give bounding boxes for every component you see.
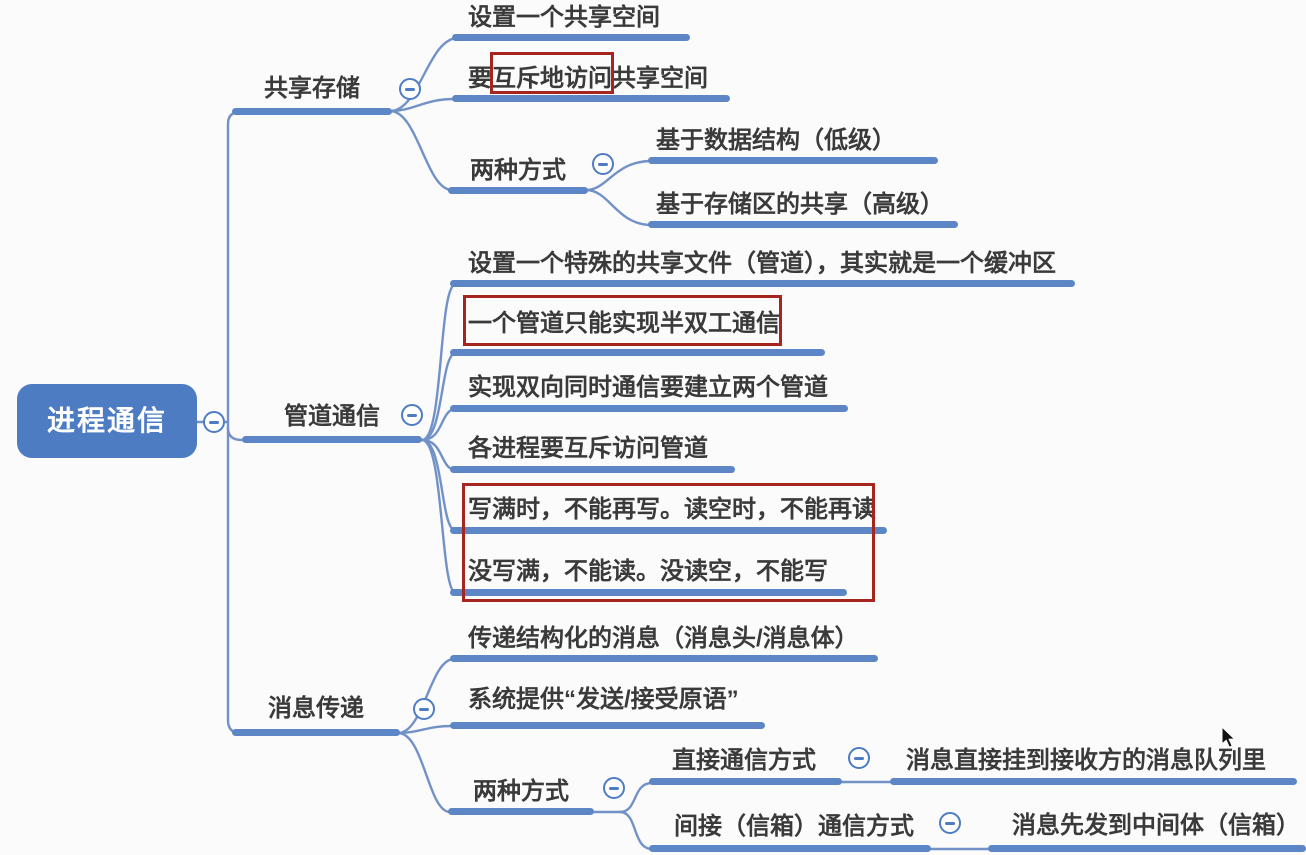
collapse-minus-icon[interactable] (203, 411, 225, 433)
topic-underline (450, 527, 887, 534)
collapse-minus-icon[interactable] (592, 153, 614, 175)
topic-underline (649, 778, 842, 785)
topic-setup-shared-space[interactable]: 设置一个共享空间 (468, 4, 660, 31)
collapse-minus-icon[interactable] (848, 747, 870, 769)
topic-underline (452, 95, 730, 102)
minus-glyph (598, 162, 608, 166)
topic-underline (450, 349, 825, 356)
topic-mutex-access-pipe[interactable]: 各进程要互斥访问管道 (468, 435, 708, 462)
minus-glyph (945, 821, 955, 825)
minus-glyph (419, 707, 429, 711)
topic-underline (450, 405, 848, 412)
topic-underline (648, 157, 938, 164)
topic-underline (448, 187, 588, 194)
collapse-minus-icon[interactable] (413, 698, 435, 720)
topic-two-methods-messaging[interactable]: 两种方式 (473, 778, 569, 805)
topic-mutex-access-shared-space[interactable]: 要互斥地访问共享空间 (468, 65, 708, 92)
collapse-minus-icon[interactable] (603, 777, 625, 799)
collapse-minus-icon[interactable] (939, 812, 961, 834)
topic-direct-communication[interactable]: 直接通信方式 (672, 747, 816, 774)
topic-data-structure-based[interactable]: 基于数据结构（低级） (656, 127, 896, 154)
minus-glyph (407, 413, 417, 417)
topic-half-duplex-only[interactable]: 一个管道只能实现半双工通信 (468, 310, 780, 337)
topic-underline (648, 221, 958, 228)
topic-not-full-cannot-read-not-empty-cannot-write[interactable]: 没写满，不能读。没读空，不能写 (468, 558, 828, 585)
root-topic-process-communication[interactable]: 进程通信 (17, 384, 197, 458)
minus-glyph (405, 87, 415, 91)
minus-glyph (854, 756, 864, 760)
topic-message-to-intermediary-mailbox[interactable]: 消息先发到中间体（信箱） (1012, 812, 1300, 839)
topic-full-cannot-write-empty-cannot-read[interactable]: 写满时，不能再写。读空时，不能再读 (468, 496, 876, 523)
topic-underline (452, 34, 690, 41)
topic-underline (450, 722, 765, 729)
topic-two-methods-storage[interactable]: 两种方式 (470, 157, 566, 184)
branch-pipe-communication[interactable]: 管道通信 (284, 403, 380, 430)
topic-underline (649, 845, 931, 852)
topic-underline (988, 845, 1306, 852)
collapse-minus-icon[interactable] (401, 404, 423, 426)
topic-structured-message[interactable]: 传递结构化的消息（消息头/消息体） (468, 625, 859, 652)
branch-shared-storage[interactable]: 共享存储 (264, 75, 360, 102)
minus-glyph (209, 420, 219, 424)
mouse-cursor (1221, 726, 1236, 748)
topic-message-to-receiver-queue[interactable]: 消息直接挂到接收方的消息队列里 (906, 747, 1266, 774)
topic-underline (448, 808, 594, 815)
topic-storage-area-based[interactable]: 基于存储区的共享（高级） (656, 191, 944, 218)
topic-send-receive-primitives[interactable]: 系统提供“发送/接受原语” (468, 686, 739, 713)
collapse-minus-icon[interactable] (399, 78, 421, 100)
topic-underline (450, 589, 847, 596)
branch-message-passing[interactable]: 消息传递 (268, 695, 364, 722)
topic-underline (242, 436, 422, 443)
topic-underline (232, 108, 392, 115)
topic-underline (450, 466, 735, 473)
topic-underline (232, 729, 400, 736)
topic-underline (450, 655, 878, 662)
topic-underline (450, 280, 1075, 287)
topic-indirect-mailbox-communication[interactable]: 间接（信箱）通信方式 (674, 813, 914, 840)
topic-two-pipes-for-duplex[interactable]: 实现双向同时通信要建立两个管道 (468, 374, 828, 401)
topic-pipe-shared-file-buffer[interactable]: 设置一个特殊的共享文件（管道），其实就是一个缓冲区 (468, 250, 1056, 277)
minus-glyph (609, 786, 619, 790)
topic-underline (890, 778, 1297, 785)
